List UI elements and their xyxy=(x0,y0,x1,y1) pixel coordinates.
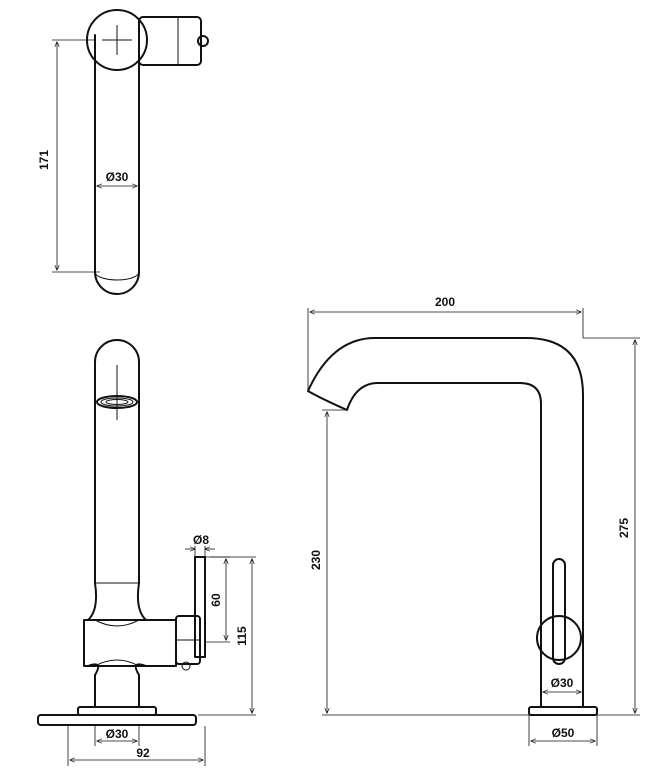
top-view-lever xyxy=(138,16,202,66)
top-view-lever-knob xyxy=(197,35,209,47)
dim-230: 230 xyxy=(309,550,323,570)
side-view-mounting-plate xyxy=(37,714,197,726)
front-view: 200 230 275 Ø30 Ø50 xyxy=(307,295,640,746)
front-view-lever xyxy=(552,558,566,665)
side-view-body xyxy=(83,619,177,667)
dim-200: 200 xyxy=(435,295,455,309)
front-view-base xyxy=(528,706,598,716)
side-view: Ø8 60 115 Ø30 92 xyxy=(37,339,256,766)
top-view: 171 Ø30 xyxy=(37,9,209,295)
dim-275: 275 xyxy=(617,518,631,538)
dim-92: 92 xyxy=(136,746,150,760)
dim-front-body-diameter: Ø30 xyxy=(551,676,574,690)
dim-171: 171 xyxy=(37,150,51,170)
front-view-lever-hub xyxy=(536,615,582,661)
dim-front-base-diameter: Ø50 xyxy=(552,726,575,740)
dim-top-diameter: Ø30 xyxy=(106,170,129,184)
dim-side-base-diameter: Ø30 xyxy=(106,727,129,741)
dim-115: 115 xyxy=(235,626,249,646)
front-view-spout xyxy=(307,337,584,708)
side-view-pin xyxy=(194,556,206,658)
dim-60: 60 xyxy=(209,593,223,607)
side-view-spout xyxy=(94,339,140,584)
top-view-spout xyxy=(94,34,140,295)
dim-pin-diameter: Ø8 xyxy=(193,533,209,547)
side-view-base xyxy=(77,706,157,716)
